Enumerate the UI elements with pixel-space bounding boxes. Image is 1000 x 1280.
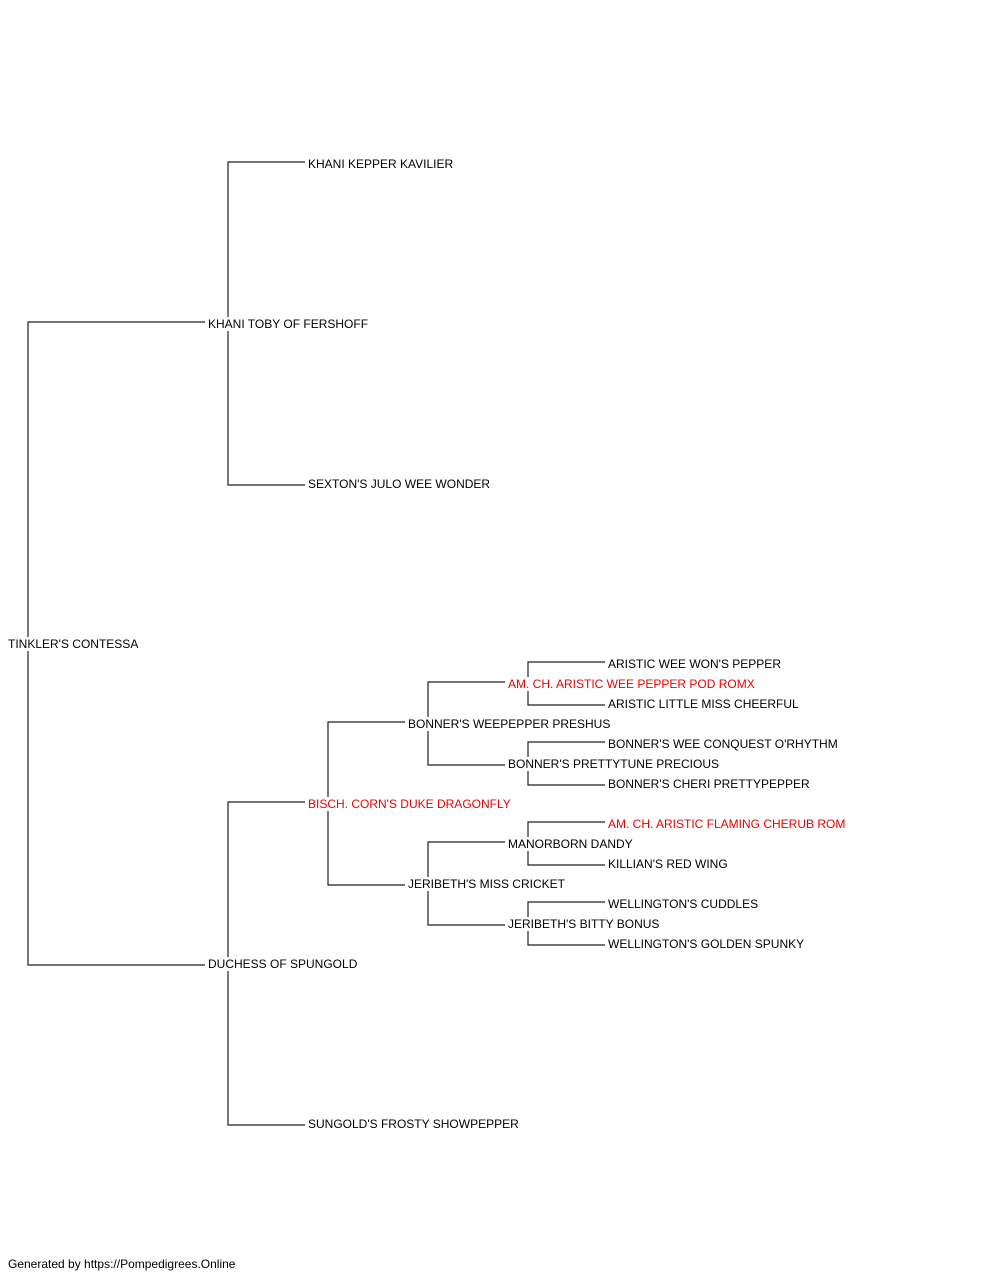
manorborn-dandy-name: MANORBORN DANDY	[506, 837, 635, 851]
prettytune-precious-name: BONNER'S PRETTYTUNE PRECIOUS	[506, 757, 721, 771]
little-miss-cheerful-name: ARISTIC LITTLE MISS CHEERFUL	[606, 697, 801, 711]
flaming-cherub-name: AM. CH. ARISTIC FLAMING CHERUB ROM	[606, 817, 848, 831]
subject-name: TINKLER'S CONTESSA	[6, 637, 141, 651]
golden-spunky-name: WELLINGTON'S GOLDEN SPUNKY	[606, 937, 807, 951]
red-wing-name: KILLIAN'S RED WING	[606, 857, 730, 871]
generated-by-footer: Generated by https://Pompedigrees.Online	[8, 1257, 236, 1271]
dam-dam-name: SUNGOLD'S FROSTY SHOWPEPPER	[306, 1117, 521, 1131]
sire-name: KHANI TOBY OF FERSHOFF	[206, 317, 371, 331]
cheri-prettypepper-name: BONNER'S CHERI PRETTYPEPPER	[606, 777, 812, 791]
dam-name: DUCHESS OF SPUNGOLD	[206, 957, 360, 971]
sire-sire-name: KHANI KEPPER KAVILIER	[306, 157, 456, 171]
cuddles-name: WELLINGTON'S CUDDLES	[606, 897, 761, 911]
wee-pepper-pod-name: AM. CH. ARISTIC WEE PEPPER POD ROMX	[506, 677, 757, 691]
dam-sire-name: BISCH. CORN'S DUKE DRAGONFLY	[306, 797, 513, 811]
wee-conquest-name: BONNER'S WEE CONQUEST O'RHYTHM	[606, 737, 840, 751]
dam-sire-sire-name: BONNER'S WEEPEPPER PRESHUS	[406, 717, 613, 731]
dam-sire-dam-name: JERIBETH'S MISS CRICKET	[406, 877, 567, 891]
bitty-bonus-name: JERIBETH'S BITTY BONUS	[506, 917, 662, 931]
sire-dam-name: SEXTON'S JULO WEE WONDER	[306, 477, 493, 491]
wee-wons-pepper-name: ARISTIC WEE WON'S PEPPER	[606, 657, 783, 671]
